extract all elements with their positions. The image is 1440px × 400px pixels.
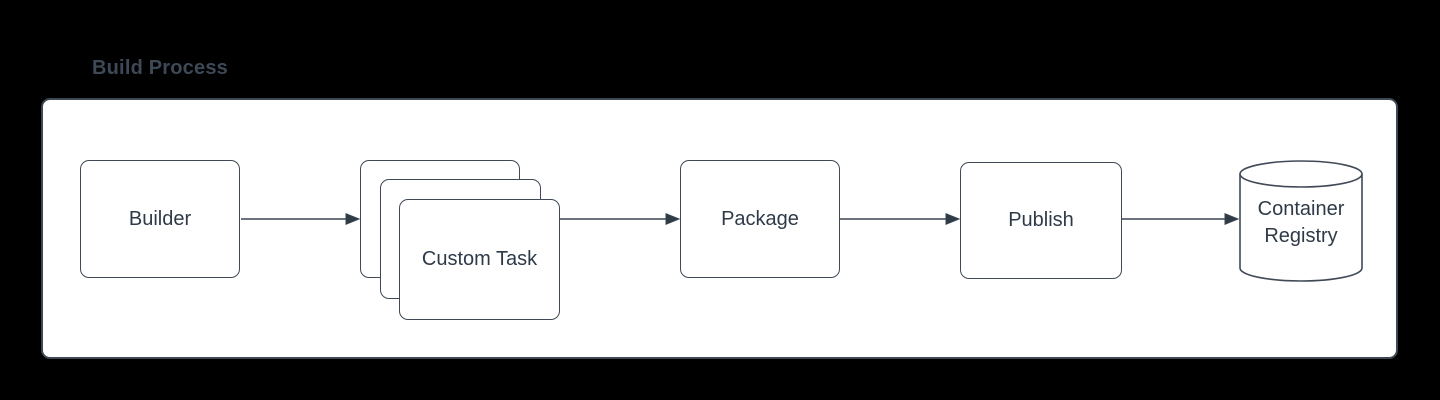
node-custom-task: Custom Task [399,199,560,320]
node-package: Package [680,160,840,278]
node-publish: Publish [960,162,1122,279]
node-publish-label: Publish [1008,209,1074,231]
node-builder-label: Builder [128,207,192,230]
diagram-title: Build Process [92,57,228,79]
node-builder: Builder [80,160,240,278]
node-container-registry [1239,160,1363,282]
node-custom-task-label: Custom Task [421,248,538,270]
database-cylinder-icon [1239,160,1363,282]
node-container-registry-label: Container Registry [1257,198,1345,247]
node-package-label: Package [721,207,799,230]
